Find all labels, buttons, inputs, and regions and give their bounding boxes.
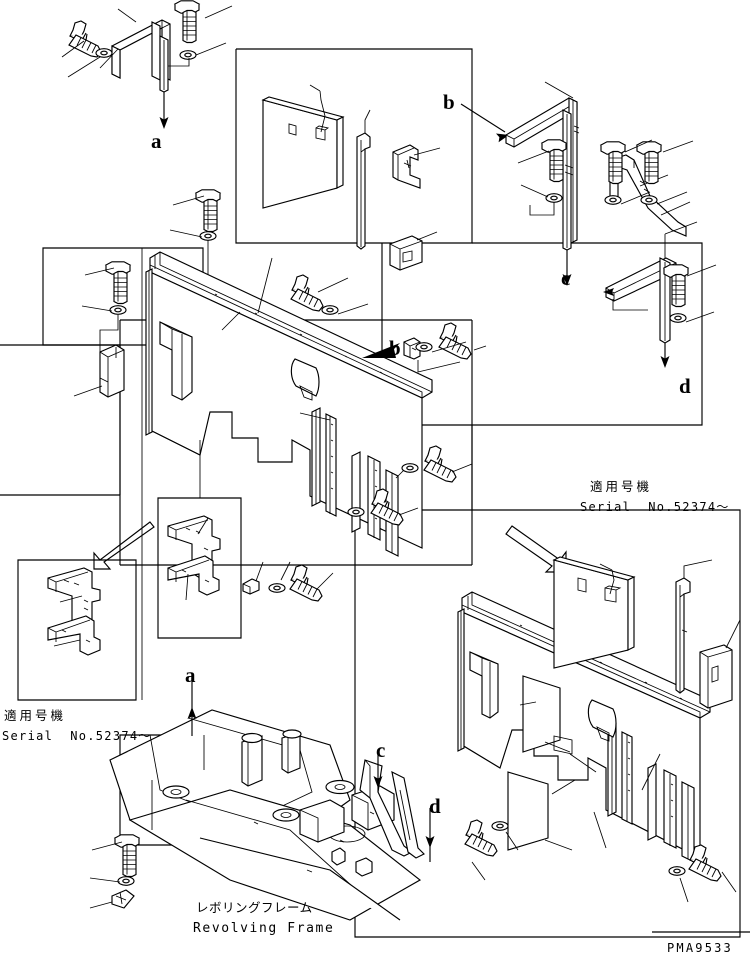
ref-label-a-top: a	[151, 129, 162, 153]
bracket-d-assembly	[603, 221, 717, 368]
serial-note-right-japanese: 適用号機	[590, 479, 653, 494]
ref-label-b-top: b	[443, 90, 455, 114]
top-left-bracket-assembly	[61, 0, 233, 129]
ref-label-c-top: c	[561, 266, 571, 290]
bracket-inset-group	[47, 248, 334, 700]
upper-left-bolt-detail	[73, 189, 221, 398]
main-guard-panel-early	[145, 251, 487, 557]
serial-note-left-japanese: 適用号機	[4, 708, 67, 723]
drawing-number: PMA9533	[667, 941, 733, 955]
revolving-frame	[89, 678, 435, 921]
revolving-frame-caption-japanese: レボリングフレーム	[196, 900, 313, 915]
ref-label-b-mid: b	[389, 336, 401, 360]
revolving-frame-caption-english: Revolving Frame	[193, 921, 335, 936]
ref-label-c-bottom: c	[376, 738, 386, 762]
serial-note-right-english: Serial No.52374〜	[580, 500, 730, 514]
bracket-b-c-assembly	[460, 81, 694, 286]
ref-label-a-bottom: a	[185, 663, 196, 687]
serial-note-left-english: Serial No.52374〜	[2, 729, 152, 743]
main-guard-panel-late	[457, 525, 741, 903]
ref-label-d-bottom: d	[429, 794, 441, 818]
ref-label-d-top: d	[679, 374, 691, 398]
cover-plate-detail	[261, 84, 441, 271]
